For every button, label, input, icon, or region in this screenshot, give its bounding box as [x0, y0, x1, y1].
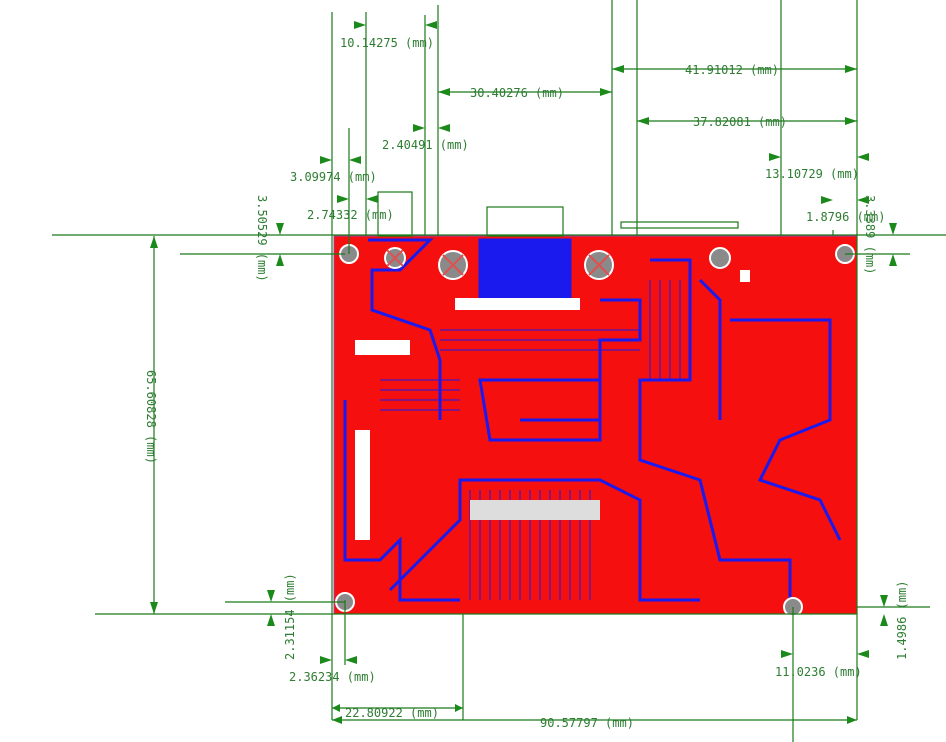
dim-label-2-36: 2.36234 (mm) [289, 670, 376, 684]
dim-label-2-31: 2.31154 (mm) [283, 573, 297, 660]
dim-label-90: 90.57797 (mm) [540, 716, 634, 730]
dim-label-1-87: 1.8796 (mm) [806, 210, 885, 224]
dim-label-2-74: 2.74332 (mm) [307, 208, 394, 222]
extension-lines [52, 0, 946, 742]
fine-traces [380, 280, 681, 600]
copper-traces [343, 238, 842, 602]
dim-label-37: 37.82081 (mm) [693, 115, 787, 129]
dim-label-3-33: 3.3389 (mm) [863, 195, 877, 274]
dim-label-41: 41.91012 (mm) [685, 63, 779, 77]
dim-label-11: 11.0236 (mm) [775, 665, 862, 679]
dim-label-1-49: 1.4986 (mm) [895, 581, 909, 660]
dim-label-3-09: 3.09974 (mm) [290, 170, 377, 184]
dim-label-65: 65.60828 (mm) [144, 370, 158, 464]
dim-label-30: 30.40276 (mm) [470, 86, 564, 100]
pads [355, 270, 750, 540]
dim-label-13: 13.10729 (mm) [765, 167, 859, 181]
dimension-lines [153, 68, 857, 721]
hole-crosses [386, 249, 610, 276]
dimension-labels: 10.14275 (mm) 30.40276 (mm) 41.91012 (mm… [144, 36, 909, 730]
dim-label-3-50: 3.50529 (mm) [255, 195, 269, 282]
dim-label-22: 22.80922 (mm) [345, 706, 439, 720]
pcb-board [333, 235, 858, 617]
dim-label-2-40: 2.40491 (mm) [382, 138, 469, 152]
dim-label-10: 10.14275 (mm) [340, 36, 434, 50]
